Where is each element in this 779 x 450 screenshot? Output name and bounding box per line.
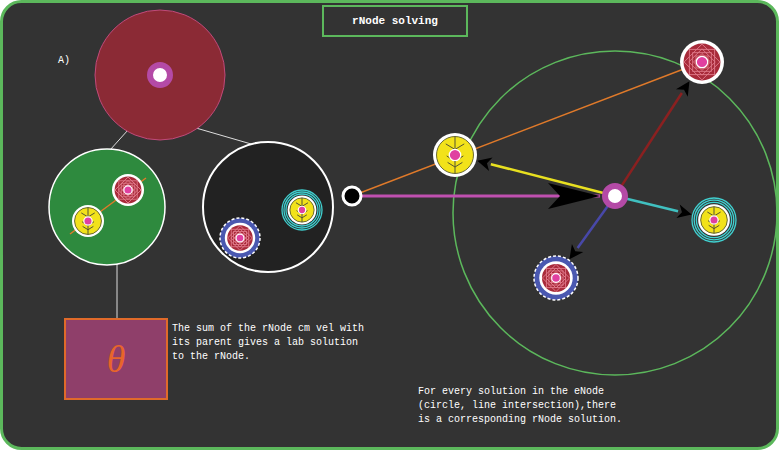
icon-core: [449, 149, 460, 160]
icon-outer: [112, 174, 144, 206]
tree-branch: [110, 130, 128, 150]
petal-pattern: [236, 234, 244, 242]
red-body: [115, 177, 142, 204]
velocity-arrow: [491, 164, 604, 193]
petal-pattern: [122, 184, 134, 196]
petal-pattern: [234, 232, 246, 244]
icon-stroke: [714, 225, 719, 228]
petal-pattern: [228, 226, 253, 251]
orange-line: [352, 62, 702, 196]
petal-pattern: [551, 273, 560, 282]
icon-outer: [539, 261, 572, 294]
icon-outer: [225, 223, 255, 253]
petal-pattern: [550, 272, 563, 285]
icon-stroke: [302, 215, 307, 218]
icon-outer: [72, 205, 104, 237]
tree-branch: [117, 264, 118, 318]
yellow-body: [701, 207, 728, 234]
center-ring: [605, 186, 625, 206]
petal-pattern: [689, 49, 715, 75]
icon-outer: [433, 133, 477, 177]
note-text: The sum of the rNode cm vel with its par…: [172, 322, 368, 364]
enode-circle: [49, 149, 165, 265]
root-node: [95, 10, 225, 140]
arrowhead: [569, 244, 583, 259]
petal-pattern: [124, 186, 133, 195]
title-box: rNode solving: [322, 5, 468, 37]
node-symbol: θ: [107, 340, 126, 378]
petal-pattern: [115, 177, 141, 203]
solution-circle: [453, 51, 777, 375]
arrowhead: [477, 157, 492, 171]
rnode-circle: [203, 142, 333, 272]
yellow-body: [290, 198, 314, 222]
icon-core: [710, 216, 718, 224]
icon-core: [552, 274, 561, 283]
red-body: [227, 225, 253, 251]
orange-line: [70, 178, 146, 234]
velocity-arrow: [578, 206, 608, 248]
cyan-ring: [282, 190, 322, 230]
icon-stroke: [83, 226, 88, 229]
velocity-arrow: [627, 199, 678, 211]
icon-stroke: [88, 226, 93, 229]
origin-dot: [343, 187, 361, 205]
petal-pattern: [546, 268, 565, 287]
yellow-body: [75, 208, 102, 235]
cyan-ring: [696, 202, 731, 237]
red-body: [542, 264, 570, 292]
note-text: For every solution in the eNode (circle,…: [418, 385, 626, 427]
petal-pattern: [234, 232, 247, 245]
title-text: rNode solving: [352, 15, 438, 27]
petal-pattern: [694, 54, 711, 71]
blue-ring: [534, 256, 578, 300]
velocity-arrow: [622, 93, 682, 186]
cyan-ring: [694, 200, 734, 240]
cyan-ring: [284, 192, 320, 228]
icon-stroke: [446, 144, 455, 150]
icon-outer: [288, 196, 317, 225]
yellow-body: [437, 137, 474, 174]
icon-core: [298, 206, 305, 213]
petal-pattern: [118, 180, 137, 199]
icon-stroke: [297, 215, 302, 218]
petal-pattern: [696, 56, 708, 68]
petal-pattern: [121, 183, 135, 197]
icon-outer: [698, 204, 730, 236]
petal-pattern: [231, 229, 249, 247]
petal-pattern: [684, 44, 720, 80]
petal-pattern: [549, 271, 563, 285]
icon-stroke: [455, 162, 462, 167]
arrowhead: [676, 204, 691, 218]
blue-ring: [220, 218, 260, 258]
arrowhead: [676, 81, 689, 97]
icon-stroke: [709, 225, 714, 228]
cyan-ring: [692, 198, 736, 242]
icon-core: [84, 217, 92, 225]
cyan-ring: [286, 194, 318, 226]
big-arrowhead: [548, 183, 600, 209]
icon-stroke: [455, 144, 464, 150]
theta-box: θ: [64, 318, 168, 400]
icon-outer: [680, 40, 724, 84]
red-body: [684, 44, 721, 81]
panel-letter: A): [58, 54, 98, 68]
icon-core: [124, 186, 132, 194]
petal-pattern: [546, 268, 566, 288]
center-ring: [150, 65, 170, 85]
petal-pattern: [119, 181, 137, 199]
petal-pattern: [231, 229, 248, 246]
icon-stroke: [448, 162, 455, 167]
icon-core: [696, 56, 707, 67]
tree-branch: [196, 128, 258, 146]
icon-core: [236, 234, 244, 242]
petal-pattern: [542, 264, 569, 291]
